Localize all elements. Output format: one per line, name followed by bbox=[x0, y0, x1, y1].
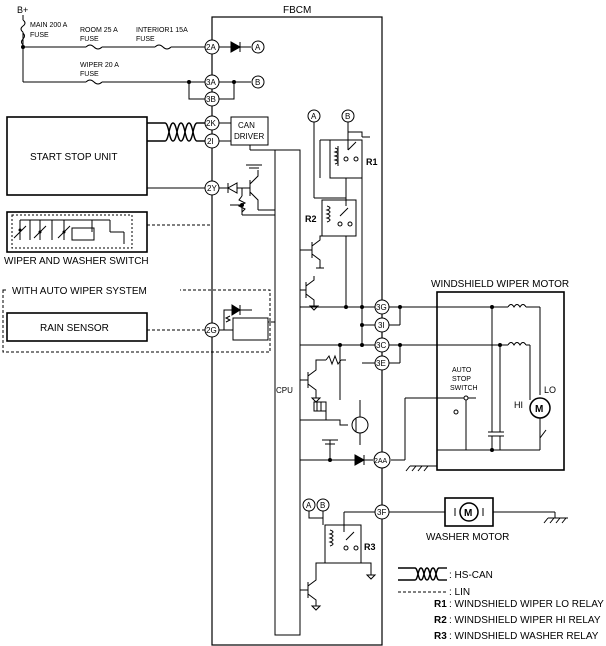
legend-r1-text: : WINDSHIELD WIPER LO RELAY bbox=[449, 599, 604, 610]
connector-3f: 3F bbox=[374, 504, 390, 520]
svg-text:M: M bbox=[464, 508, 472, 519]
lin-interface bbox=[232, 317, 269, 341]
auto-wiper-system-group bbox=[2, 289, 271, 353]
room-fuse-label-2: FUSE bbox=[80, 36, 99, 43]
connector-3b: 3B bbox=[204, 91, 220, 107]
windshield-wiper-motor-label: WINDSHIELD WIPER MOTOR bbox=[431, 279, 569, 290]
marker-b-relay: B bbox=[341, 109, 355, 123]
motor-hi-label: HI bbox=[514, 400, 523, 410]
svg-text:B: B bbox=[255, 78, 260, 87]
svg-text:3F: 3F bbox=[377, 508, 386, 517]
cpu-block bbox=[274, 149, 301, 636]
fbcm-label: FBCM bbox=[283, 5, 311, 16]
connector-3g: 3G bbox=[374, 299, 390, 315]
connector-3i: 3I bbox=[374, 317, 390, 333]
legend-r3-code: R3 bbox=[434, 631, 447, 642]
wiper-fuse-label: WIPER 20 A bbox=[80, 62, 119, 69]
wiper-fuse-label-2: FUSE bbox=[80, 71, 99, 78]
connector-2i: 2I bbox=[204, 133, 220, 149]
can-driver-label-2: DRIVER bbox=[234, 132, 264, 141]
main-fuse-label: MAIN 200 A bbox=[30, 22, 68, 29]
svg-text:2G: 2G bbox=[206, 326, 217, 335]
svg-text:M: M bbox=[535, 404, 543, 415]
rain-sensor-label: RAIN SENSOR bbox=[40, 323, 109, 334]
legend-r2-code: R2 bbox=[434, 615, 447, 626]
connector-3c: 3C bbox=[374, 337, 390, 353]
relay-r3 bbox=[324, 524, 362, 564]
washer-motor-icon: M bbox=[459, 502, 479, 522]
connector-3e: 3E bbox=[374, 355, 390, 371]
connector-2g: 2G bbox=[204, 322, 220, 338]
washer-motor-label: WASHER MOTOR bbox=[426, 532, 509, 543]
start-stop-unit-label: START STOP UNIT bbox=[30, 152, 117, 163]
svg-text:3C: 3C bbox=[376, 341, 386, 350]
wiper-washer-switch bbox=[6, 211, 148, 253]
svg-text:2Y: 2Y bbox=[207, 184, 217, 193]
svg-text:3G: 3G bbox=[376, 303, 387, 312]
legend-r1-code: R1 bbox=[434, 599, 447, 610]
connector-2a: 2A bbox=[204, 39, 220, 55]
relay-r3-label: R3 bbox=[364, 542, 376, 552]
legend: : HS-CAN : LIN R1 : WINDSHIELD WIPER LO … bbox=[398, 567, 604, 642]
svg-text:3B: 3B bbox=[206, 95, 216, 104]
start-stop-unit bbox=[6, 116, 148, 196]
can-driver-label: CAN bbox=[238, 121, 255, 130]
relay-r2-label: R2 bbox=[305, 214, 317, 224]
legend-r2-text: : WINDSHIELD WIPER HI RELAY bbox=[449, 615, 601, 626]
main-fuse-label-2: FUSE bbox=[30, 32, 49, 39]
wiper-washer-switch-label: WIPER AND WASHER SWITCH bbox=[4, 256, 149, 267]
marker-a-relay: A bbox=[307, 109, 321, 123]
auto-stop-switch-label: AUTO bbox=[452, 367, 472, 374]
cpu-label: CPU bbox=[276, 386, 293, 395]
auto-stop-switch-label-2: STOP bbox=[452, 376, 471, 383]
relay-r2 bbox=[321, 199, 357, 237]
legend-hs-can: : HS-CAN bbox=[449, 570, 493, 581]
svg-text:A: A bbox=[306, 501, 312, 510]
marker-a-top: A bbox=[251, 40, 265, 54]
svg-text:3I: 3I bbox=[378, 321, 385, 330]
connector-2aa: 2AA bbox=[373, 451, 391, 469]
svg-text:A: A bbox=[311, 112, 317, 121]
marker-b-top: B bbox=[251, 75, 265, 89]
power-terminal bbox=[20, 15, 26, 33]
marker-a-r3: A bbox=[302, 498, 316, 512]
svg-text:B: B bbox=[345, 112, 350, 121]
svg-text:2AA: 2AA bbox=[374, 458, 388, 465]
motor-lo-label: LO bbox=[544, 385, 556, 395]
connector-2y: 2Y bbox=[204, 180, 220, 196]
svg-text:A: A bbox=[255, 43, 261, 52]
marker-b-r3: B bbox=[316, 498, 330, 512]
connector-2k: 2K bbox=[204, 115, 220, 131]
svg-text:3E: 3E bbox=[376, 359, 386, 368]
connector-3a: 3A bbox=[204, 74, 220, 90]
svg-text:B: B bbox=[320, 501, 325, 510]
relay-r1-label: R1 bbox=[366, 157, 378, 167]
interior-fuse-label-2: FUSE bbox=[136, 36, 155, 43]
interior-fuse-label: INTERIOR1 15A bbox=[136, 27, 188, 34]
rain-sensor bbox=[6, 312, 148, 342]
svg-text:2K: 2K bbox=[206, 119, 216, 128]
power-label: B+ bbox=[17, 5, 28, 15]
legend-lin: : LIN bbox=[449, 587, 470, 598]
svg-text:3A: 3A bbox=[206, 78, 216, 87]
switch-contacts bbox=[13, 219, 125, 244]
auto-wiper-system-label: WITH AUTO WIPER SYSTEM bbox=[12, 286, 147, 297]
main-fuse bbox=[21, 32, 25, 46]
svg-text:2A: 2A bbox=[206, 43, 216, 52]
legend-r3-text: : WINDSHIELD WASHER RELAY bbox=[449, 631, 599, 642]
svg-text:2I: 2I bbox=[207, 137, 214, 146]
can-driver bbox=[230, 116, 269, 146]
room-fuse-label: ROOM 25 A bbox=[80, 27, 118, 34]
auto-stop-switch-label-3: SWITCH bbox=[450, 385, 478, 392]
